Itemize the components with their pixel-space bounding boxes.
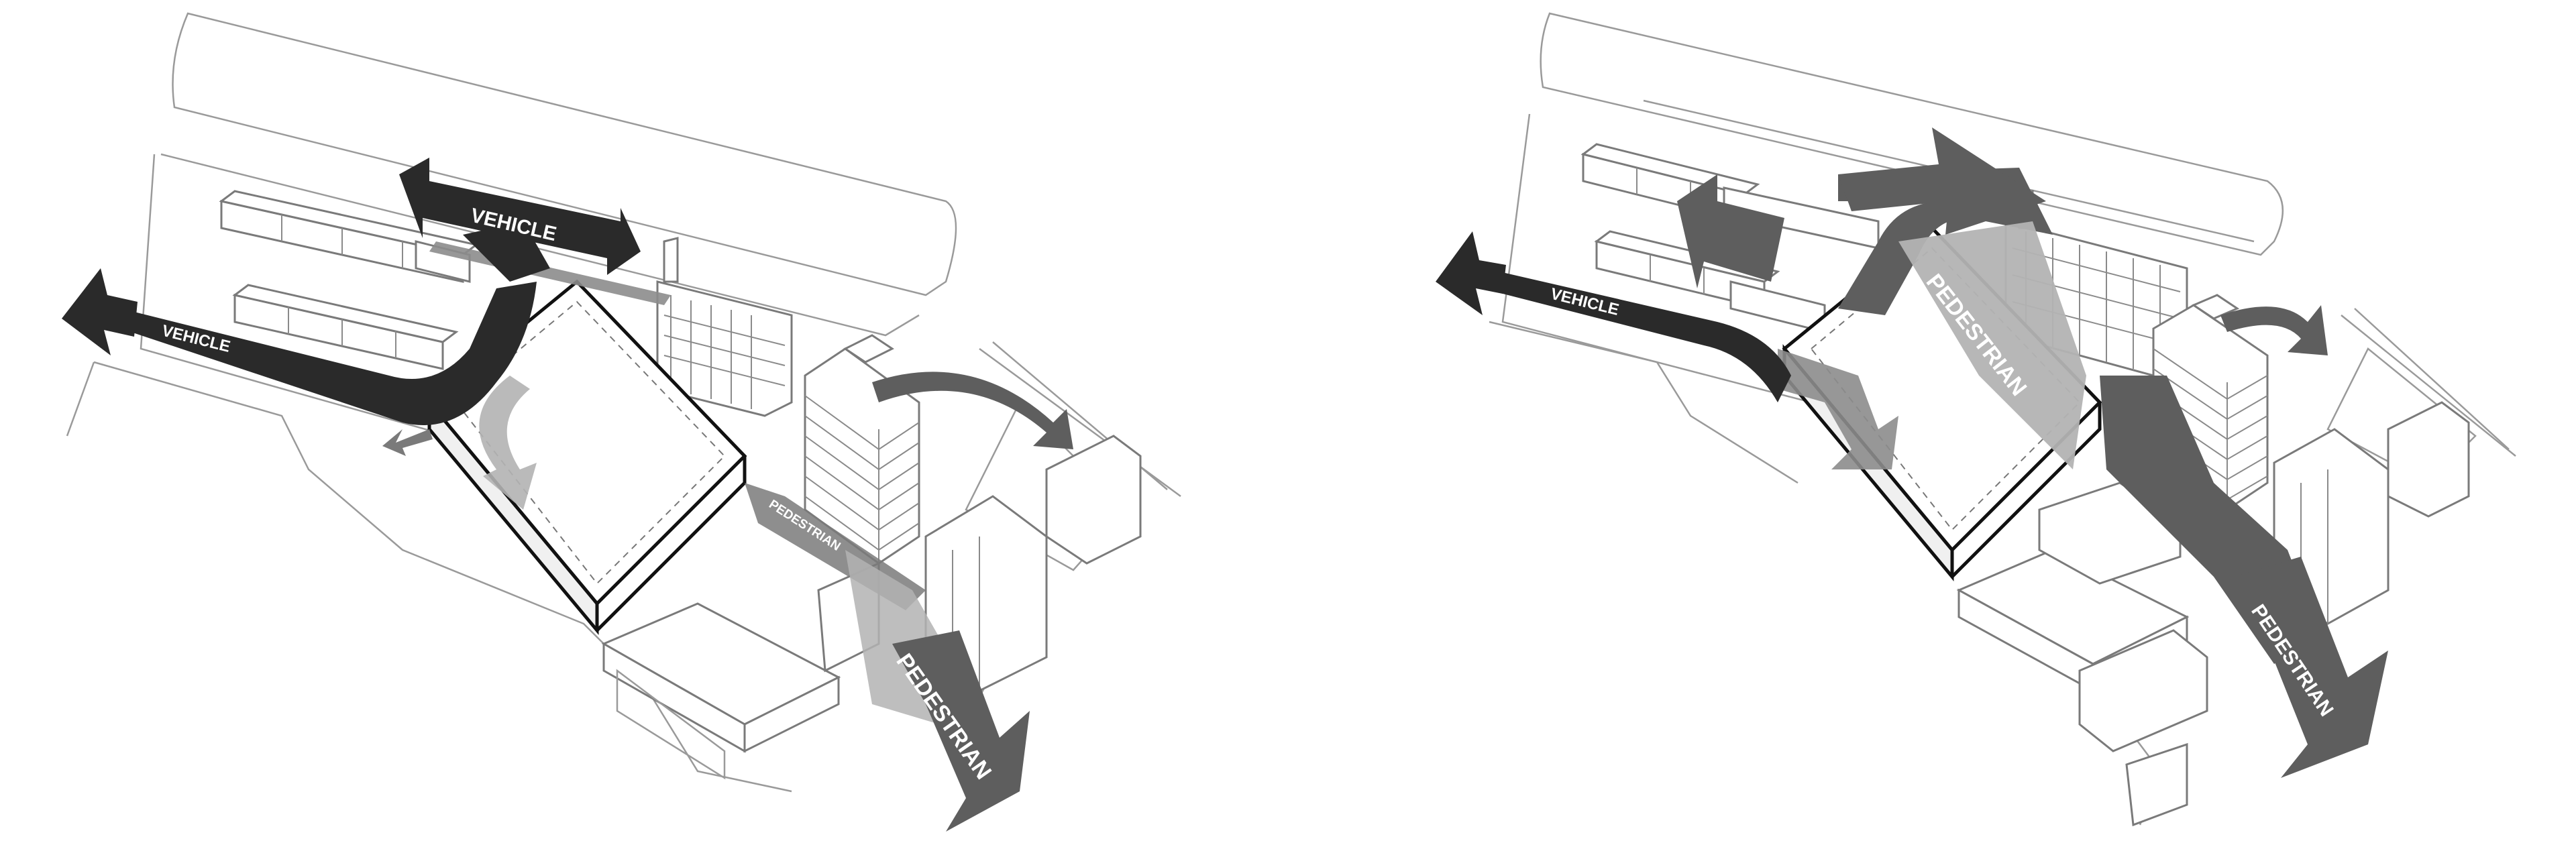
ped-arrow-west xyxy=(382,429,433,456)
pedestrian-arrow-big xyxy=(892,630,1030,832)
low-buildings-left xyxy=(601,435,1142,780)
vehicle-arrow-west-right xyxy=(1436,231,1506,315)
ped-arrow-north-head xyxy=(1838,127,2046,235)
ped-arrow-east-curve xyxy=(2220,305,2328,355)
vehicle-flows-right xyxy=(1436,231,1791,402)
low-buildings-right xyxy=(1956,482,2208,827)
residential-block-left xyxy=(656,237,793,417)
pedestrian-flows-right xyxy=(1677,127,2388,778)
vehicle-road-right xyxy=(1456,262,1791,402)
ped-arrow-southeast xyxy=(2234,557,2388,778)
ped-curve-arrow-inner xyxy=(479,376,537,510)
diagram-left: VEHICLE VEHICLE PEDESTRIAN PEDESTRIAN xyxy=(62,12,1181,832)
vehicle-flows-left xyxy=(62,158,641,425)
vehicle-road-left xyxy=(80,282,537,425)
vehicle-arrow-top xyxy=(399,158,641,275)
ped-arrow-northwest xyxy=(1677,174,1784,288)
ped-diagonal-band xyxy=(1898,221,2086,469)
ped-curve-arrow-east xyxy=(872,372,1073,449)
ped-southwest-arrow xyxy=(1778,349,1898,469)
context-linework-left xyxy=(66,12,1181,793)
diagram-right: VEHICLE PEDESTRIAN PEDESTRIAN xyxy=(1436,12,2516,827)
vehicle-arrow-west xyxy=(62,268,138,355)
